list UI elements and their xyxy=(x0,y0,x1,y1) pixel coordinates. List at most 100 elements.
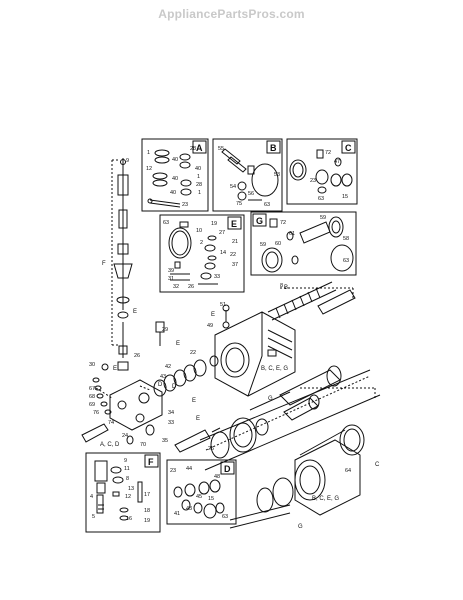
callout-d-2: 48 xyxy=(214,474,220,480)
crankcase[interactable] xyxy=(214,281,356,397)
callout-f-10: 5 xyxy=(92,514,95,520)
callout-d-5: 15 xyxy=(208,496,214,502)
callout-e-6: 2 xyxy=(200,240,203,246)
callout-main-9: 68 xyxy=(89,394,95,400)
callout-main-18: 25 xyxy=(208,446,214,452)
callout-main-5: 42 xyxy=(165,364,171,370)
callout-b-2: 53 xyxy=(274,172,280,178)
callout-d-7: 41 xyxy=(174,511,180,517)
callout-g-4: 63 xyxy=(343,258,349,264)
group-letter-0: F xyxy=(102,261,106,267)
callout-e-11: 31 xyxy=(168,276,174,282)
callout-b-0: 55 xyxy=(218,146,224,152)
callout-c-4: 15 xyxy=(342,194,348,200)
group-letter-5: E xyxy=(192,398,196,404)
callout-e-0: 63 xyxy=(163,220,169,226)
callout-e-3: 10 xyxy=(196,228,202,234)
group-letter-1: E xyxy=(133,309,137,315)
callout-d-6: 63 xyxy=(222,514,228,520)
callout-d-1: 44 xyxy=(186,466,192,472)
callout-b-3: 56 xyxy=(248,191,254,197)
callout-main-21: 9 xyxy=(126,158,129,164)
callout-g-0: 72 xyxy=(280,220,286,226)
callout-e-5: 14 xyxy=(220,250,226,256)
crankshaft[interactable] xyxy=(249,365,376,421)
reference-text-0: B, C, E, G xyxy=(261,366,288,372)
callout-main-20: 26 xyxy=(134,353,140,359)
unloader-valve-stack[interactable] xyxy=(111,158,133,371)
callout-e-10: 39 xyxy=(168,268,174,274)
callout-f-0: 9 xyxy=(124,458,127,464)
box-letter-g: G xyxy=(256,216,263,226)
callout-d-0: 23 xyxy=(170,468,176,474)
callout-main-3: 29 xyxy=(162,327,168,333)
callout-e-9: 37 xyxy=(232,262,238,268)
callout-f-8: 18 xyxy=(144,508,150,514)
group-letter-11: D xyxy=(172,384,177,390)
callout-f-5: 17 xyxy=(144,492,150,498)
detail-box-g[interactable] xyxy=(250,211,357,276)
group-letter-4: E xyxy=(113,366,117,372)
callout-f-6: 4 xyxy=(90,494,93,500)
callout-a-1: 40 xyxy=(172,157,178,163)
callout-a-0: 28 xyxy=(190,146,196,152)
callout-b-4: 75 xyxy=(236,201,242,207)
group-letter-7: G xyxy=(268,396,273,402)
callout-main-19: 64 xyxy=(345,468,351,474)
callout-main-15: 34 xyxy=(168,410,174,416)
detail-box-c[interactable] xyxy=(286,138,358,205)
callout-a-9: 1 xyxy=(198,190,201,196)
callout-main-17: 35 xyxy=(162,438,168,444)
detail-box-b[interactable] xyxy=(212,138,283,212)
callout-main-1: 51 xyxy=(220,302,226,308)
callout-d-4: 43 xyxy=(186,506,192,512)
callout-c-2: 23 xyxy=(310,178,316,184)
callout-f-7: 16 xyxy=(126,516,132,522)
callout-e-8: 33 xyxy=(214,274,220,280)
callout-g-6: 58 xyxy=(343,236,349,242)
pump-manifold[interactable] xyxy=(81,363,163,445)
callout-main-13: 24 xyxy=(122,433,128,439)
callout-e-2: 27 xyxy=(219,230,225,236)
callout-main-2: 49 xyxy=(207,323,213,329)
seal-stack[interactable] xyxy=(139,321,221,453)
callout-g-5: 61 xyxy=(289,231,295,237)
callout-main-6: 43 xyxy=(160,374,166,380)
callout-a-4: 12 xyxy=(146,166,152,172)
callout-main-8: 67 xyxy=(89,386,95,392)
box-letter-e: E xyxy=(231,219,237,229)
bearing-set[interactable] xyxy=(199,369,381,471)
callout-f-3: 13 xyxy=(128,486,134,492)
callout-f-2: 8 xyxy=(126,476,129,482)
group-letter-3: E xyxy=(176,341,180,347)
callout-f-4: 12 xyxy=(125,494,131,500)
callout-b-1: 54 xyxy=(230,184,236,190)
gear-housing[interactable] xyxy=(229,424,365,529)
callout-main-14: 70 xyxy=(140,442,146,448)
callout-g-2: 59 xyxy=(320,215,326,221)
group-letter-10: C xyxy=(375,462,380,468)
callout-e-4: 21 xyxy=(232,239,238,245)
group-letter-9: B xyxy=(284,285,288,291)
callout-b-5: 63 xyxy=(264,202,270,208)
callout-main-11: 76 xyxy=(93,410,99,416)
callout-a-2: 40 xyxy=(172,176,178,182)
detail-box-f[interactable] xyxy=(85,452,161,533)
callout-a-3: 40 xyxy=(170,190,176,196)
callout-e-7: 22 xyxy=(230,252,236,258)
callout-a-7: 23 xyxy=(182,202,188,208)
callout-main-0: 8 xyxy=(280,283,283,289)
detail-box-e[interactable] xyxy=(159,214,245,293)
detail-box-d[interactable] xyxy=(166,459,237,525)
box-letter-f: F xyxy=(148,457,154,467)
group-letter-8: G xyxy=(298,524,303,530)
callout-a-5: 1 xyxy=(147,150,150,156)
callout-a-10: 1 xyxy=(197,174,200,180)
detail-box-a[interactable] xyxy=(141,138,209,212)
callout-a-6: 40 xyxy=(195,166,201,172)
callout-main-10: 69 xyxy=(89,402,95,408)
callout-main-4: 22 xyxy=(190,350,196,356)
callout-d-3: 45 xyxy=(196,494,202,500)
callout-g-1: 59 xyxy=(260,242,266,248)
